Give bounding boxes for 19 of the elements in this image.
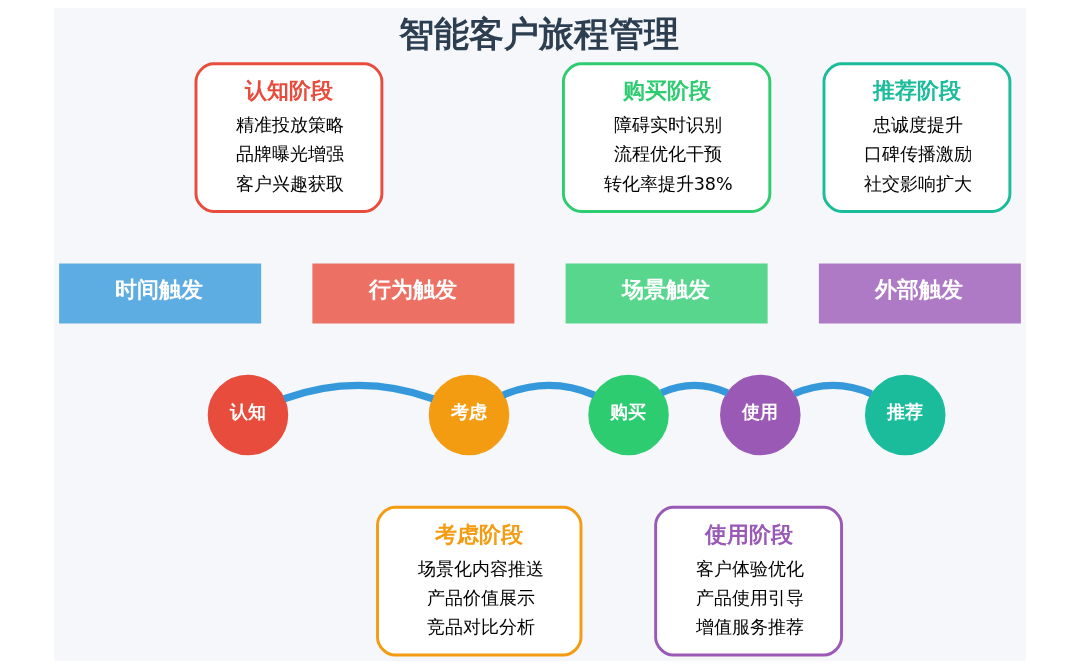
node-box: 外部触发 — [818, 263, 1021, 324]
connector — [501, 381, 596, 399]
node-box: 行为触发 — [312, 263, 515, 324]
connector — [660, 381, 729, 397]
node-box: 认知阶段 精准投放策略 品牌曝光增强 客户兴趣获取 — [194, 62, 384, 213]
node-circle: 购买 — [588, 374, 669, 456]
node-circle: 使用 — [720, 374, 801, 456]
node-circle: 考虑 — [428, 374, 510, 456]
connector — [283, 381, 435, 403]
node-box: 考虑阶段 场景化内容推送 产品价值展示 竞品对比分析 — [376, 505, 583, 657]
diagram-title: 智能客户旅程管理 — [398, 13, 679, 55]
node-box: 购买阶段 障碍实时识别 流程优化干预 转化率提升38% — [561, 62, 772, 213]
node-box: 使用阶段 客户体验优化 产品使用引导 增值服务推荐 — [654, 505, 843, 657]
node-circle: 推荐 — [865, 374, 946, 456]
node-box: 推荐阶段 忠诚度提升 口碑传播激励 社交影响扩大 — [822, 62, 1012, 213]
node-circle: 认知 — [207, 374, 289, 456]
node-box: 时间触发 — [59, 263, 262, 324]
connector — [792, 381, 873, 398]
node-box: 场景触发 — [565, 263, 768, 324]
